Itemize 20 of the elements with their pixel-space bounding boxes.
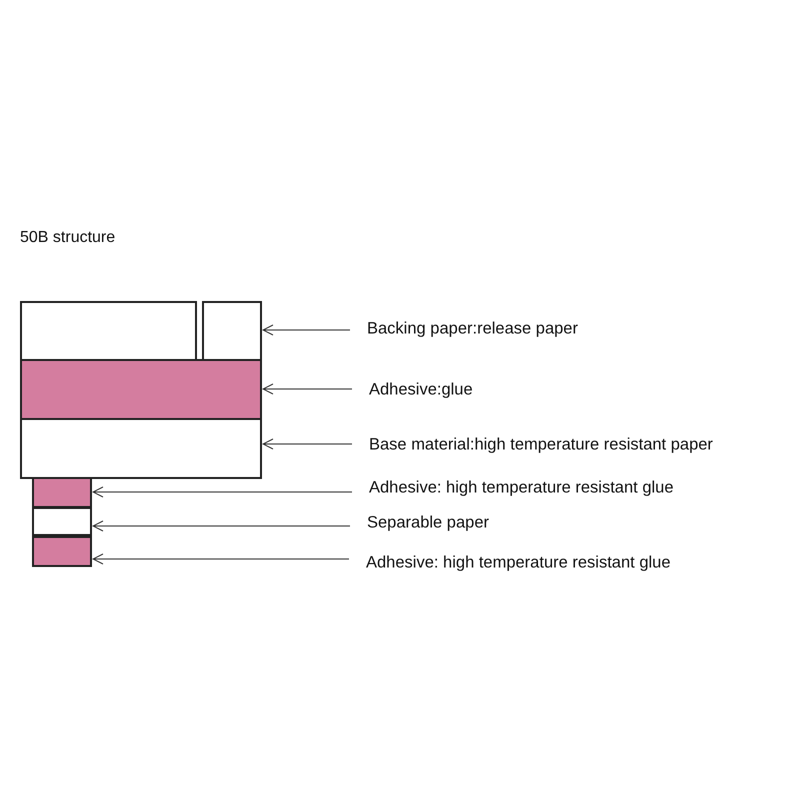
leader-arrow	[262, 324, 350, 336]
layer-label: Adhesive: high temperature resistant glue	[366, 554, 671, 572]
layer-label: Separable paper	[367, 514, 490, 532]
layer-box	[20, 418, 262, 479]
leader-arrow	[262, 438, 352, 450]
layer-box	[20, 301, 197, 361]
layer-box	[20, 359, 262, 420]
layer-box	[32, 477, 92, 508]
leader-arrow	[92, 520, 350, 532]
leader-arrow	[92, 554, 350, 564]
leader-arrow	[262, 384, 352, 394]
leader-arrow	[92, 486, 352, 498]
layer-label: Backing paper:release paper	[367, 320, 578, 338]
layer-box	[32, 536, 92, 567]
layer-box	[202, 301, 262, 361]
layer-box	[32, 507, 92, 536]
layer-label: Adhesive:glue	[369, 380, 473, 400]
layer-label: Base material:high temperature resistant paper	[369, 436, 713, 454]
diagram-title: 50B structure	[20, 229, 116, 247]
layer-label: Adhesive: high temperature resistant glue	[369, 478, 674, 498]
